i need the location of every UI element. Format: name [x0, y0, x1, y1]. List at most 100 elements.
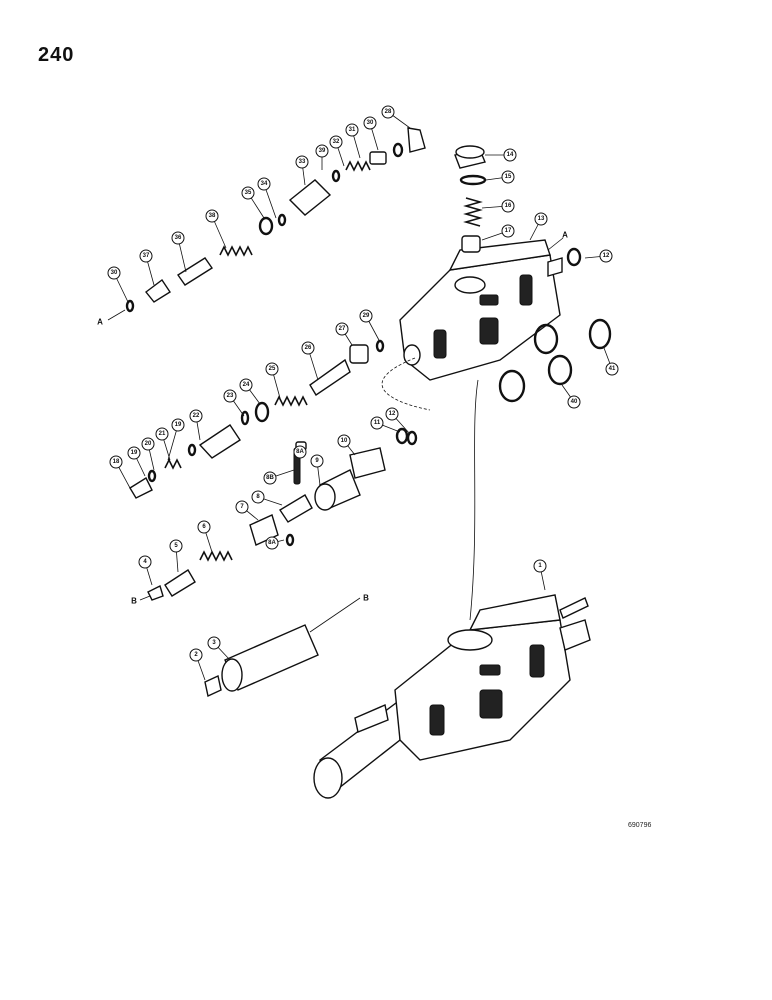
callout-label-c14: 14 — [507, 152, 514, 158]
callout-label-c35: 35 — [245, 190, 252, 196]
ref-letter-a-right: A — [562, 231, 568, 240]
callout-circle-c4 — [138, 555, 152, 569]
callout-label-c38: 38 — [209, 213, 216, 219]
parts-row-middle — [129, 339, 418, 499]
callout-c36: 36 — [171, 231, 187, 273]
callout-c37: 37 — [139, 249, 155, 286]
callout-c24: 24 — [239, 378, 261, 405]
callout-c22: 22 — [189, 409, 203, 441]
callout-circle-c41 — [605, 362, 619, 376]
callout-circle-c11 — [370, 416, 384, 430]
callout-c13: 13 — [529, 212, 548, 241]
callout-c27: 27 — [335, 322, 353, 346]
callout-circle-c3 — [207, 636, 221, 650]
page-number: 240 — [38, 44, 75, 66]
callout-c6: 6 — [197, 520, 213, 553]
callout-circle-c16 — [501, 199, 515, 213]
callout-circle-c30a — [363, 116, 377, 130]
callout-circle-c8a2 — [265, 536, 279, 550]
drawing-code: 690796 — [628, 822, 652, 829]
callout-circle-c10 — [337, 434, 351, 448]
callout-label-c8b: 8B — [266, 475, 274, 481]
parts-row-lower — [147, 247, 612, 698]
callout-circle-c15 — [501, 170, 515, 184]
callout-c26: 26 — [301, 341, 319, 381]
callout-circle-c21 — [155, 427, 169, 441]
callout-c8: 8 — [251, 490, 283, 506]
callout-c28: 28 — [381, 105, 411, 129]
callout-circle-c8 — [251, 490, 265, 504]
callout-label-c31: 31 — [349, 127, 356, 133]
callout-c40: 40 — [561, 384, 581, 409]
callout-c8a2: 8A — [265, 536, 285, 550]
callout-circle-c13 — [534, 212, 548, 226]
callout-c30b: 30 — [107, 266, 129, 303]
callout-label-c22: 22 — [193, 413, 200, 419]
callout-label-c41: 41 — [609, 366, 616, 372]
callout-label-c30b: 30 — [111, 270, 118, 276]
callout-c20: 20 — [141, 437, 155, 471]
callout-label-c3: 3 — [212, 640, 216, 646]
callout-label-c37: 37 — [143, 253, 150, 259]
callout-label-c40: 40 — [571, 399, 578, 405]
callout-c19a: 19 — [127, 446, 146, 477]
ref-letter-b-right: B — [363, 594, 369, 603]
callout-circle-c29 — [359, 309, 373, 323]
callout-c12b: 12 — [584, 249, 613, 263]
callout-circle-c25 — [265, 362, 279, 376]
callout-circle-c19a — [127, 446, 141, 460]
callout-c19b: 19 — [167, 418, 185, 461]
callout-circle-c6 — [197, 520, 211, 534]
ref-letter-a-left: A — [97, 318, 103, 327]
callout-c3: 3 — [207, 636, 231, 661]
callout-c12a: 12 — [385, 407, 411, 435]
callout-c2: 2 — [189, 648, 206, 681]
callout-circle-c12b — [599, 249, 613, 263]
callout-c4: 4 — [138, 555, 153, 586]
callout-c34: 34 — [257, 177, 277, 219]
callout-c9: 9 — [310, 454, 324, 486]
parts-row-plug — [454, 145, 487, 253]
callout-label-c30a: 30 — [367, 120, 374, 126]
callout-c17: 17 — [481, 224, 515, 241]
callout-c8a1: 8A — [293, 445, 307, 459]
callout-label-c8: 8 — [256, 494, 260, 500]
callout-circle-c8a1 — [293, 445, 307, 459]
callout-circle-c34 — [257, 177, 271, 191]
callout-c35: 35 — [241, 186, 265, 219]
callout-circle-c9 — [310, 454, 324, 468]
callout-label-c12b: 12 — [603, 253, 610, 259]
callout-c23: 23 — [223, 389, 245, 417]
callout-label-c2: 2 — [194, 652, 198, 658]
callout-label-c36: 36 — [175, 235, 182, 241]
callout-label-c8a1: 8A — [296, 449, 304, 455]
callout-c21: 21 — [155, 427, 171, 461]
callout-circle-c30b — [107, 266, 121, 280]
callout-label-c7: 7 — [240, 504, 244, 510]
callout-circle-c38 — [205, 209, 219, 223]
callout-c18: 18 — [109, 455, 131, 489]
callout-circle-c35 — [241, 186, 255, 200]
callout-circle-c2 — [189, 648, 203, 662]
callout-label-c34: 34 — [261, 181, 268, 187]
valve-section-upper — [381, 239, 563, 411]
callout-label-c19a: 19 — [131, 450, 138, 456]
parts-row-top — [125, 127, 426, 313]
callout-c30a: 30 — [363, 116, 379, 151]
callout-circle-c18 — [109, 455, 123, 469]
callout-label-c28: 28 — [385, 109, 392, 115]
callout-circle-c24 — [239, 378, 253, 392]
callout-label-c27: 27 — [339, 326, 346, 332]
callout-circle-c40 — [567, 395, 581, 409]
callout-circle-c33 — [295, 155, 309, 169]
callout-circle-c27 — [335, 322, 349, 336]
callout-c16: 16 — [481, 199, 515, 213]
callout-label-c33: 33 — [299, 159, 306, 165]
valve-assembly-complete — [313, 379, 591, 799]
callout-circle-c26 — [301, 341, 315, 355]
callout-label-c23: 23 — [227, 393, 234, 399]
callout-circle-c32 — [329, 135, 343, 149]
callout-circle-c12a — [385, 407, 399, 421]
callout-c32: 32 — [329, 135, 345, 167]
